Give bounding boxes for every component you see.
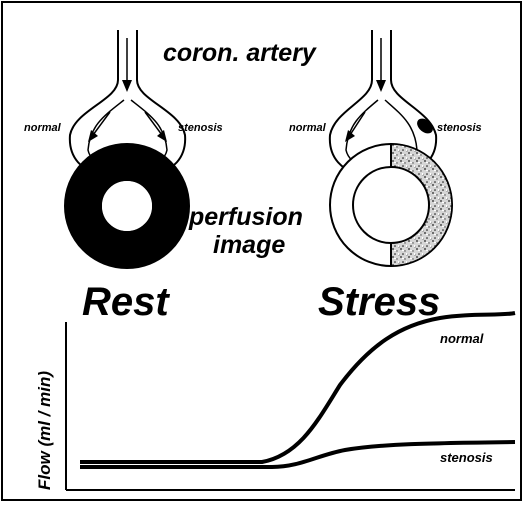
stenosis-curve-label: stenosis xyxy=(440,450,493,465)
stress-perfusion-ring xyxy=(330,144,452,266)
rest-perfusion-ring xyxy=(83,162,171,250)
image-label: image xyxy=(213,231,285,259)
stenosis-label-left: stenosis xyxy=(178,122,223,134)
normal-curve-label: normal xyxy=(440,331,484,346)
y-axis-label: Flow (ml / min) xyxy=(35,371,54,490)
stress-label: Stress xyxy=(318,280,440,324)
stenosis-label-right: stenosis xyxy=(437,122,482,134)
normal-label-right: normal xyxy=(289,122,327,134)
flow-chart: Flow (ml / min) normal stenosis xyxy=(35,313,515,490)
normal-label-left: normal xyxy=(24,122,62,134)
artery-label: coron. artery xyxy=(163,39,317,67)
rest-label: Rest xyxy=(82,280,170,324)
perfusion-label: perfusion xyxy=(188,203,303,231)
